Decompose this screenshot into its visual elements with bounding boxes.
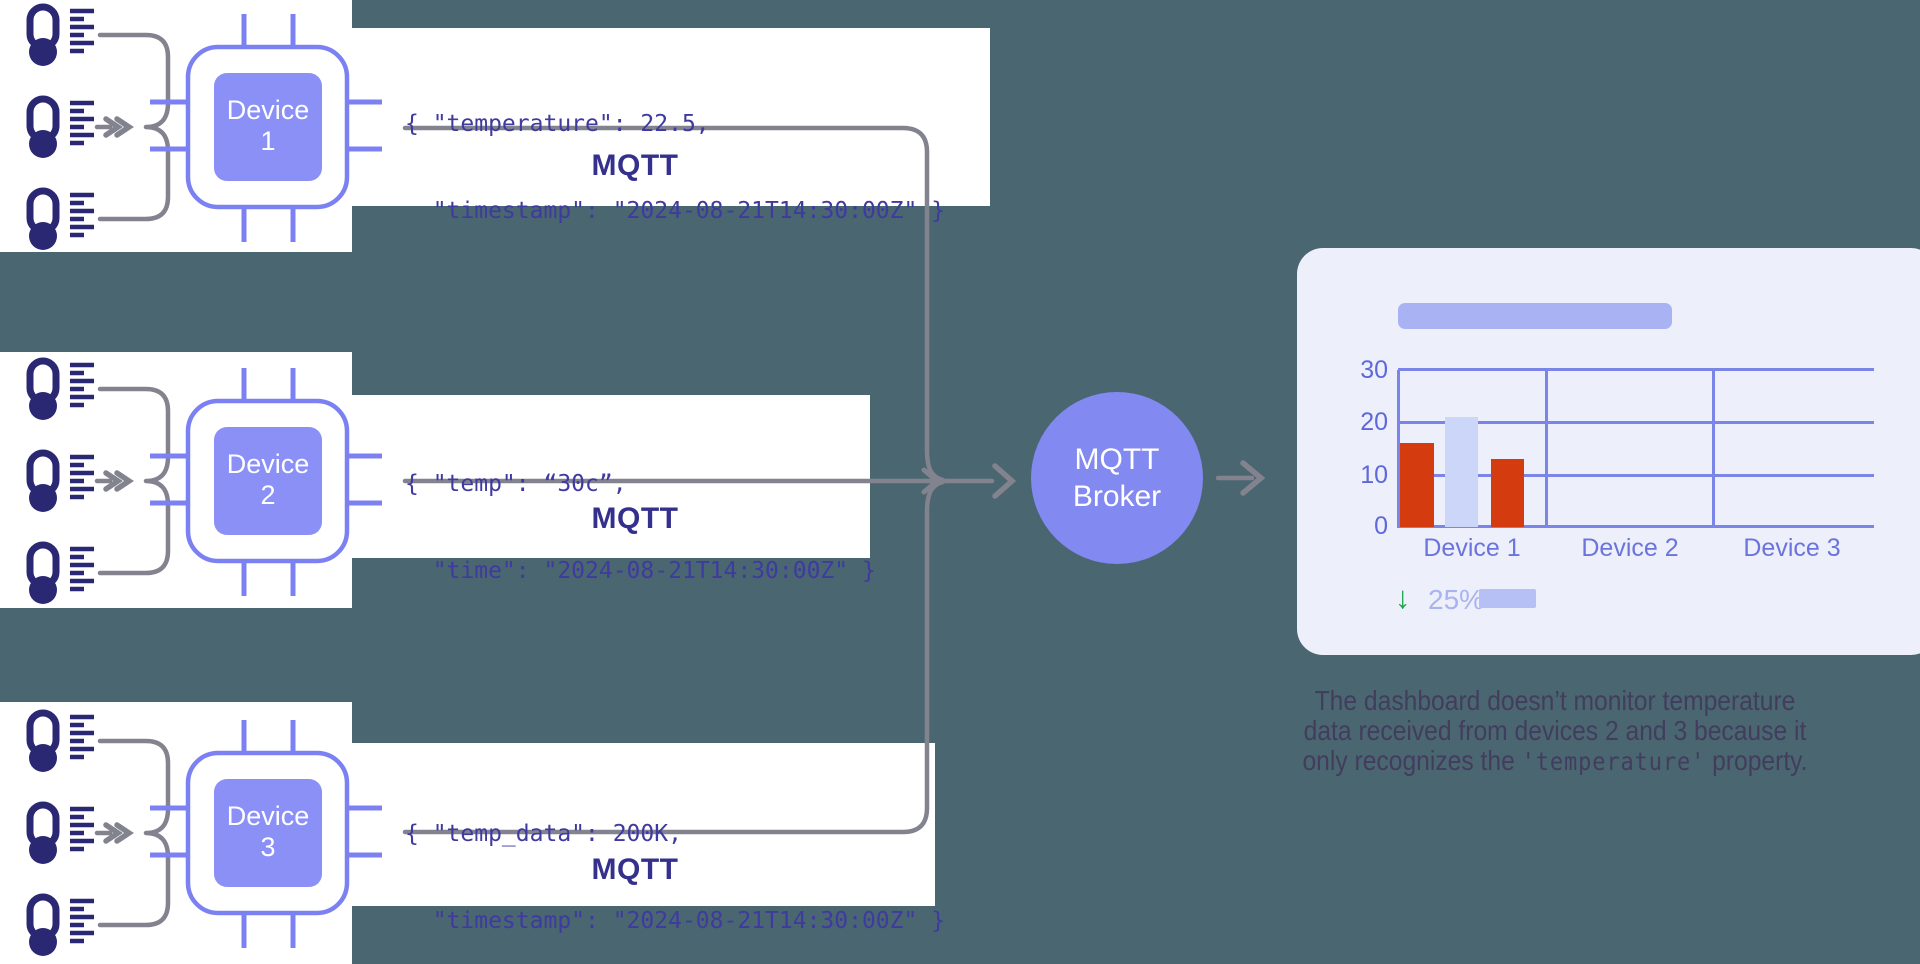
y-tick-20: 20 bbox=[1360, 408, 1388, 436]
junction-chevron bbox=[921, 467, 941, 495]
device1-label-word: Device bbox=[226, 95, 310, 125]
thermometer-icon bbox=[6, 541, 102, 605]
caption-line3: only recognizes the 'temperature' proper… bbox=[1287, 746, 1824, 777]
device2-protocol-label: MQTT bbox=[591, 502, 679, 535]
x-label-device1: Device 1 bbox=[1423, 534, 1521, 562]
caption-line1: The dashboard doesn’t monitor temperatur… bbox=[1314, 685, 1796, 716]
gridline-0 bbox=[1398, 525, 1874, 528]
device1-label: Device 1 bbox=[214, 72, 322, 180]
broker-label-line2: Broker bbox=[1072, 480, 1162, 513]
device1-label-number: 1 bbox=[260, 126, 276, 156]
bar-device1-reading1 bbox=[1400, 443, 1434, 527]
vertical-gridline-1 bbox=[1545, 370, 1548, 528]
broker-out-arrowhead-icon bbox=[1240, 460, 1266, 496]
bar-device1-reading3 bbox=[1491, 459, 1524, 527]
thermometer-icon bbox=[6, 801, 102, 865]
gridline-30 bbox=[1398, 368, 1874, 371]
broker-label-line1: MQTT bbox=[1074, 443, 1160, 476]
device3-label: Device 3 bbox=[214, 778, 322, 886]
device3-json-payload: { "temp_data": 200K, "timestamp": "2024-… bbox=[405, 762, 945, 964]
mqtt-broker-node: MQTT Broker bbox=[1031, 392, 1203, 564]
bar-device1-reading2 bbox=[1445, 417, 1478, 527]
thermometer-icon bbox=[6, 187, 102, 251]
x-label-device2: Device 2 bbox=[1581, 534, 1679, 562]
stat-text-placeholder bbox=[1479, 589, 1536, 608]
caption-line3-code: 'temperature' bbox=[1521, 747, 1706, 776]
y-tick-0: 0 bbox=[1374, 512, 1388, 540]
y-tick-10: 10 bbox=[1360, 461, 1388, 489]
json-line: { "temp": “30c”, bbox=[405, 471, 627, 497]
thermometer-icon bbox=[6, 357, 102, 421]
device1-protocol-label: MQTT bbox=[591, 149, 679, 182]
caption-line2: data received from devices 2 and 3 becau… bbox=[1303, 715, 1807, 746]
json-line: "time": "2024-08-21T14:30:00Z" } bbox=[405, 558, 876, 584]
gridline-10 bbox=[1398, 474, 1874, 477]
json-line: "timestamp": "2024-08-21T14:30:00Z" } bbox=[405, 198, 946, 224]
thermometer-icon bbox=[6, 3, 102, 67]
caption-line3-post: property. bbox=[1705, 745, 1808, 776]
dashboard-title-placeholder bbox=[1398, 303, 1672, 329]
thermometer-icon bbox=[6, 95, 102, 159]
caption-text: The dashboard doesn’t monitor temperatur… bbox=[1287, 686, 1824, 777]
thermometer-icon bbox=[6, 709, 102, 773]
y-axis-line bbox=[1397, 370, 1400, 528]
device2-label-number: 2 bbox=[260, 480, 276, 510]
stat-percentage: 25% bbox=[1428, 584, 1485, 615]
x-label-device3: Device 3 bbox=[1743, 534, 1841, 562]
thermometer-icon bbox=[6, 449, 102, 513]
gridline-20 bbox=[1398, 421, 1874, 424]
json-line: { "temp_data": 200K, bbox=[405, 821, 682, 847]
device3-protocol-label: MQTT bbox=[591, 853, 679, 886]
device3-label-number: 3 bbox=[260, 832, 276, 862]
broker-arrowhead-icon bbox=[992, 463, 1017, 499]
caption-line3-pre: only recognizes the bbox=[1302, 745, 1522, 776]
json-line: { "temperature": 22.5, bbox=[405, 111, 710, 137]
json-line: "timestamp": "2024-08-21T14:30:00Z" } bbox=[405, 908, 946, 934]
down-arrow-icon: ↓ bbox=[1395, 580, 1411, 615]
thermometer-icon bbox=[6, 893, 102, 957]
y-tick-30: 30 bbox=[1360, 356, 1388, 384]
device1-json-payload: { "temperature": 22.5, "timestamp": "202… bbox=[405, 52, 945, 284]
device2-json-payload: { "temp": “30c”, "time": "2024-08-21T14:… bbox=[405, 412, 876, 644]
device2-label: Device 2 bbox=[214, 426, 322, 534]
device3-label-word: Device bbox=[226, 801, 310, 831]
device2-label-word: Device bbox=[226, 449, 310, 479]
vertical-gridline-2 bbox=[1712, 370, 1715, 528]
